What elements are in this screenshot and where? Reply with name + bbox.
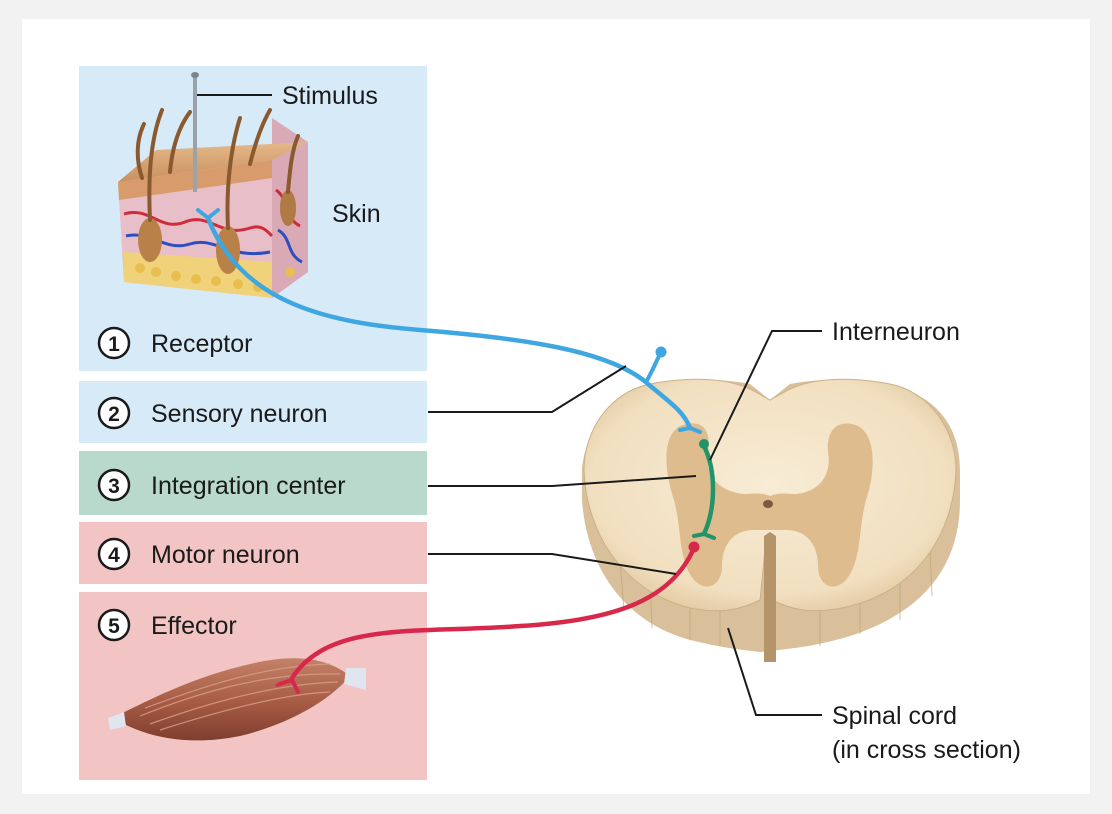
motor-neuron-panel — [79, 522, 427, 584]
step-2-label: Sensory neuron — [151, 400, 328, 428]
step-4-number: 4 — [108, 544, 120, 567]
spinal-cord-sublabel: (in cross section) — [832, 736, 1021, 764]
stimulus-pin — [191, 72, 199, 192]
integration-center-panel — [79, 451, 427, 515]
stimulus-label: Stimulus — [282, 82, 378, 110]
step-4: 4 Motor neuron — [97, 537, 300, 571]
step-5-label: Effector — [151, 612, 237, 640]
step-3-label: Integration center — [151, 472, 346, 500]
step-1-number: 1 — [108, 333, 120, 356]
step-2-number: 2 — [108, 403, 120, 426]
spinal-cord-label: Spinal cord — [832, 702, 957, 730]
skin-label: Skin — [332, 200, 381, 228]
step-5-number: 5 — [108, 615, 120, 638]
interneuron-label: Interneuron — [832, 318, 960, 346]
leader-lines — [197, 94, 822, 716]
step-4-label: Motor neuron — [151, 541, 300, 569]
sensory-neuron-panel — [79, 381, 427, 443]
step-2: 2 Sensory neuron — [97, 396, 328, 430]
step-3-number: 3 — [108, 475, 120, 498]
step-5: 5 Effector — [97, 608, 237, 642]
step-1: 1 Receptor — [97, 326, 252, 360]
step-1-label: Receptor — [151, 330, 252, 358]
spinal-cord-cross-section — [582, 378, 960, 662]
step-3: 3 Integration center — [97, 468, 346, 502]
interneuron-pathway — [692, 439, 716, 540]
sensory-neuron-pathway — [196, 208, 702, 434]
motor-neuron-pathway — [275, 541, 700, 694]
